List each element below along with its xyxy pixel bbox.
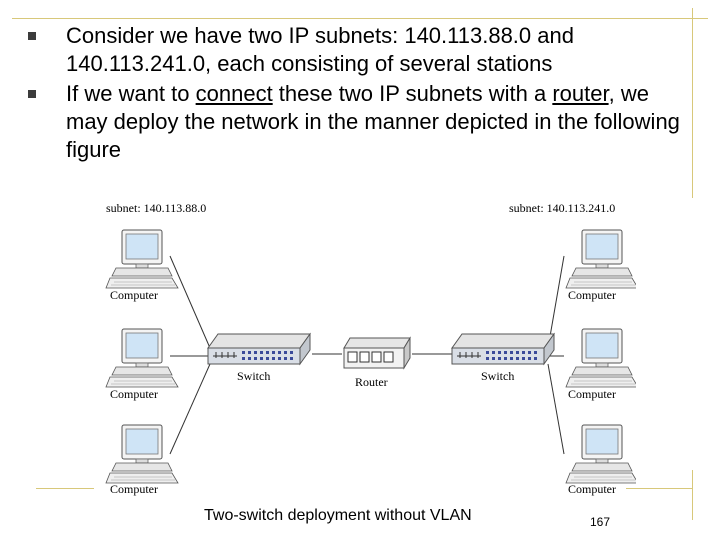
bullet-text-before: If we want to: [66, 81, 196, 106]
switch-right-icon: [451, 333, 555, 365]
router-label: Router: [355, 375, 388, 389]
computer-label: Computer: [568, 288, 616, 302]
bullet-list: Consider we have two IP subnets: 140.113…: [28, 22, 688, 166]
subnet-right-label: subnet: 140.113.241.0: [509, 201, 615, 215]
computer-icon: [565, 229, 639, 289]
computer-label: Computer: [110, 482, 158, 496]
page-number: 167: [590, 515, 611, 529]
router-icon: [343, 336, 411, 370]
computer-icon: [565, 328, 639, 388]
router-link[interactable]: router: [552, 81, 609, 106]
computer-label: Computer: [110, 288, 158, 302]
switch-left-label: Switch: [237, 369, 270, 383]
top-accent-line: [12, 18, 708, 19]
bottom-right-accent-line: [626, 488, 692, 489]
cables: [169, 255, 565, 455]
computer-icon: [105, 328, 179, 388]
bullet-text: Consider we have two IP subnets: 140.113…: [66, 23, 574, 76]
bullet-text-after: , we may deploy the network in the manne…: [66, 81, 680, 162]
bullet-item-2: If we want to connect these two IP subne…: [28, 80, 688, 164]
bullet-text-middle: these two IP subnets with a: [272, 81, 553, 106]
switch-right-label: Switch: [481, 369, 514, 383]
computer-icon: [105, 229, 179, 289]
right-accent-line: [692, 8, 693, 198]
network-figure: subnet: 140.113.88.0 subnet: 140.113.241…: [96, 196, 639, 502]
network-diagram: subnet: 140.113.88.0 subnet: 140.113.241…: [105, 201, 639, 496]
subnet-left-label: subnet: 140.113.88.0: [106, 201, 206, 215]
computer-label: Computer: [568, 387, 616, 401]
computer-icon: [565, 424, 639, 484]
bullet-square-icon: [28, 32, 36, 40]
computer-label: Computer: [110, 387, 158, 401]
computer-icon: [105, 424, 179, 484]
right-lower-accent-line: [692, 470, 693, 520]
bottom-left-accent-line: [36, 488, 94, 489]
switch-left-icon: [207, 333, 311, 365]
bullet-item-1: Consider we have two IP subnets: 140.113…: [28, 22, 688, 78]
bullet-square-icon: [28, 90, 36, 98]
figure-caption: Two-switch deployment without VLAN: [204, 507, 472, 524]
connect-link[interactable]: connect: [195, 81, 273, 106]
computer-label: Computer: [568, 482, 616, 496]
